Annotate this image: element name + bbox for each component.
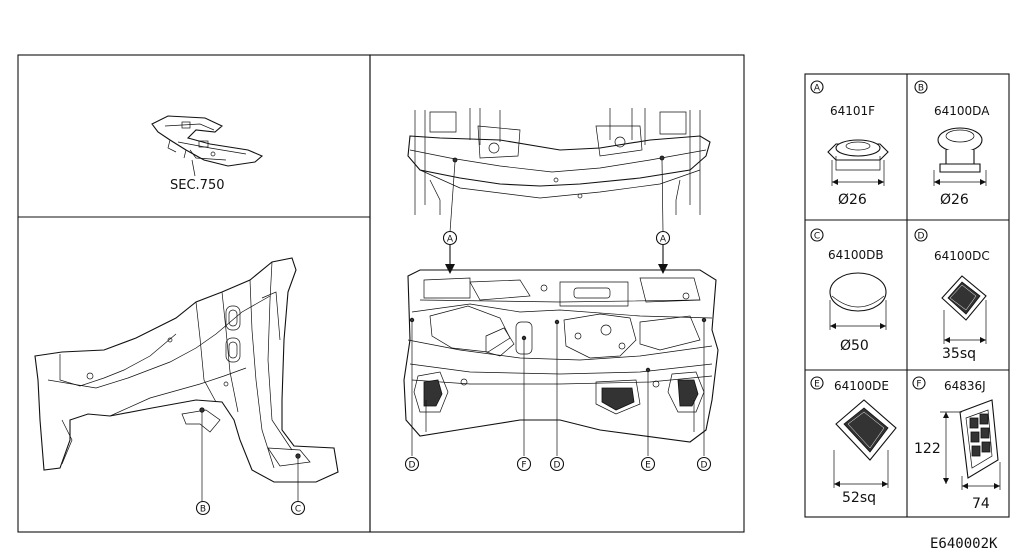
bracket-assembly-drawing: [151, 115, 264, 177]
parts-legend-grid: [804, 73, 1010, 518]
callout-f-panel: F: [516, 456, 532, 472]
dimension-f-height: 122: [914, 441, 941, 457]
svg-text:C: C: [295, 505, 301, 515]
dimension-c: Ø50: [840, 338, 869, 354]
legend-cell-f: F 64836J 122 74: [912, 376, 1001, 512]
svg-text:E: E: [645, 461, 651, 471]
callout-c-side: C: [290, 500, 306, 516]
cap-c-icon: [829, 272, 887, 312]
dash-panel-drawing: [403, 269, 719, 456]
legend-cell-b: B 64100DA Ø26: [914, 80, 990, 208]
part-number-a: 64101F: [830, 104, 875, 118]
grommet-a-icon: [827, 139, 889, 171]
center-panel-frame: [369, 54, 745, 533]
dimension-a: Ø26: [838, 192, 867, 208]
section-reference: SEC.750: [170, 178, 225, 193]
legend-cell-e: E 64100DE 52sq: [810, 376, 897, 506]
part-number-f: 64836J: [944, 379, 986, 393]
callout-b-side: B: [195, 500, 211, 516]
part-number-c: 64100DB: [828, 248, 884, 262]
svg-text:A: A: [660, 235, 667, 245]
svg-text:D: D: [554, 461, 561, 471]
svg-text:F: F: [521, 461, 526, 471]
drawing-id: E640002K: [930, 536, 998, 552]
square-plug-e-icon: [835, 399, 897, 461]
dimension-f-width: 74: [972, 496, 990, 512]
dimension-d: 35sq: [942, 346, 976, 362]
callout-a-upper-left: A: [442, 230, 458, 246]
callout-d-panel-3: D: [696, 456, 712, 472]
arrows-to-dash-panel: [445, 245, 668, 274]
part-number-e: 64100DE: [834, 379, 889, 393]
svg-text:A: A: [447, 235, 454, 245]
svg-text:D: D: [409, 461, 416, 471]
svg-text:E: E: [814, 380, 820, 390]
callout-e-panel: E: [640, 456, 656, 472]
svg-text:A: A: [814, 84, 821, 94]
part-number-d: 64100DC: [934, 249, 990, 263]
callout-a-upper-right: A: [655, 230, 671, 246]
upper-cowl-drawing: [407, 108, 711, 233]
legend-cell-d: D 64100DC 35sq: [914, 228, 990, 362]
legend-cell-c: C 64100DB Ø50: [810, 228, 887, 354]
side-body-panel-drawing: [34, 257, 339, 502]
svg-text:F: F: [916, 380, 921, 390]
svg-text:D: D: [701, 461, 708, 471]
callout-d-panel-1: D: [404, 456, 420, 472]
vent-f-icon: [959, 399, 999, 479]
dimension-b: Ø26: [940, 192, 969, 208]
square-plug-d-icon: [941, 275, 987, 321]
callout-d-panel-2: D: [549, 456, 565, 472]
svg-text:C: C: [814, 232, 820, 242]
plug-b-icon: [937, 127, 983, 173]
svg-text:B: B: [918, 84, 924, 94]
svg-text:B: B: [200, 505, 206, 515]
dimension-e: 52sq: [842, 490, 876, 506]
legend-cell-a: A 64101F Ø26: [810, 80, 889, 208]
part-number-b: 64100DA: [934, 104, 990, 118]
svg-text:D: D: [918, 232, 925, 242]
